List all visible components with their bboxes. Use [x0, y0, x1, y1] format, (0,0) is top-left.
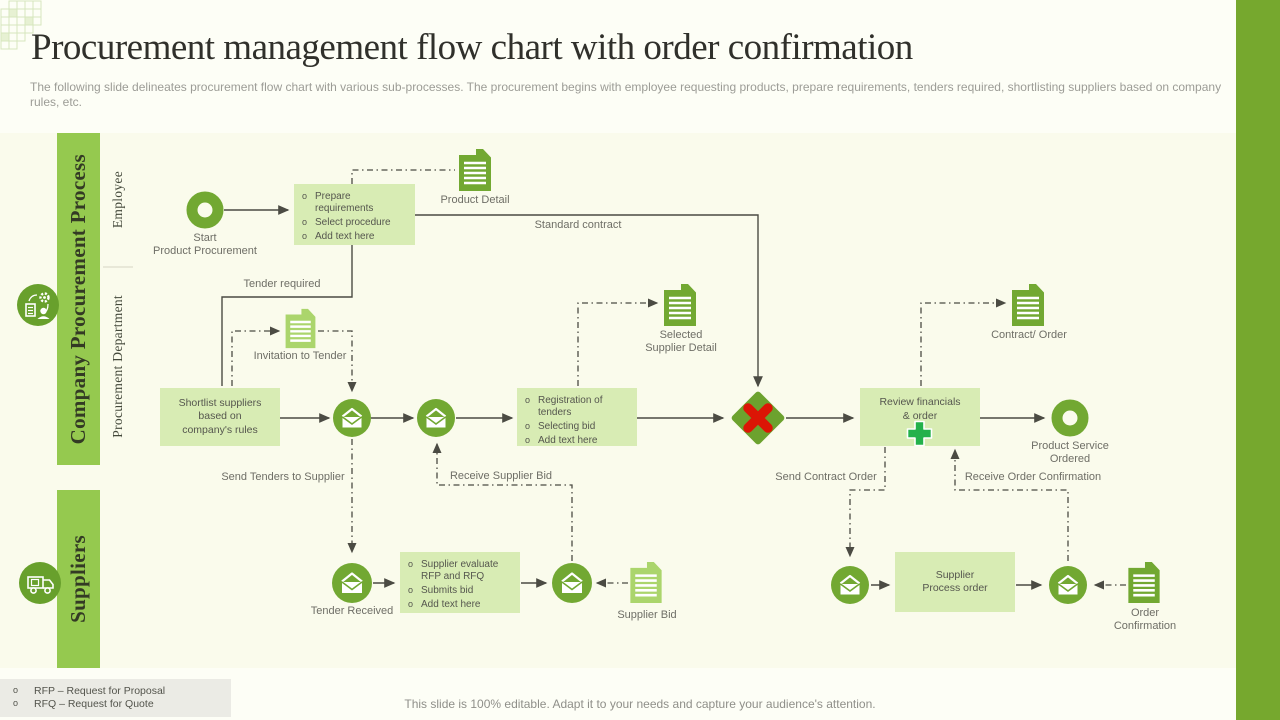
page-subtitle: The following slide delineates procureme… — [30, 80, 1222, 109]
contract-order-label: Contract/ Order — [991, 329, 1067, 341]
right-accent-bar — [1236, 0, 1280, 720]
supplier-truck-icon — [19, 562, 61, 604]
order-confirmation-message-icon — [1049, 566, 1087, 604]
tender-received-label: Tender Received — [310, 605, 394, 617]
order-confirmation-label: Order Confirmation — [1113, 607, 1177, 632]
receive-order-confirmation-label: Receive Order Confirmation — [964, 471, 1102, 483]
start-event-icon — [186, 191, 224, 229]
product-detail-label: Product Detail — [440, 194, 510, 206]
receive-message-icon — [417, 399, 455, 437]
sublane-procurement-department: Procurement Department — [110, 294, 125, 438]
send-message-icon — [333, 399, 371, 437]
order-confirmation-doc-icon — [1128, 561, 1160, 604]
product-service-ordered-label: Product Service Ordered — [1031, 440, 1109, 465]
end-event-icon — [1051, 399, 1089, 437]
invitation-to-tender-label: Invitation to Tender — [253, 350, 347, 362]
selected-supplier-label: Selected Supplier Detail — [645, 329, 717, 354]
standard-contract-label: Standard contract — [534, 219, 622, 231]
tender-required-label: Tender required — [243, 278, 321, 290]
lane-company-procurement: Company Procurement Process — [57, 133, 100, 465]
page-title: Procurement management flow chart with o… — [31, 27, 913, 68]
lane-suppliers: Suppliers — [57, 490, 100, 668]
supplier-bid-message-icon — [552, 563, 592, 603]
contract-order-doc-icon — [1012, 284, 1044, 326]
contract-order-message-icon — [831, 566, 869, 604]
decorative-grid — [0, 0, 42, 50]
tender-received-icon — [332, 563, 372, 603]
supplier-process-order-box: Supplier Process order — [895, 552, 1015, 612]
supplier-bid-doc-icon — [630, 561, 662, 604]
sublane-employee: Employee — [110, 171, 125, 229]
receive-supplier-bid-label: Receive Supplier Bid — [449, 470, 553, 482]
send-tenders-label: Send Tenders to Supplier — [221, 471, 345, 483]
editable-note: This slide is 100% editable. Adapt it to… — [404, 697, 876, 711]
product-detail-doc-icon — [459, 149, 491, 191]
invitation-to-tender-doc-icon — [285, 308, 316, 349]
start-label: Start Product Procurement — [153, 232, 257, 257]
supplier-bid-label: Supplier Bid — [617, 609, 677, 621]
plus-icon — [906, 420, 933, 447]
lane-company-label: Company Procurement Process — [66, 153, 90, 445]
send-contract-order-label: Send Contract Order — [775, 471, 877, 483]
procurement-process-icon — [17, 284, 59, 326]
selected-supplier-doc-icon — [664, 284, 696, 326]
shortlist-suppliers-box: Shortlist suppliers based on company's r… — [160, 388, 280, 446]
cancel-gateway-icon — [731, 391, 785, 445]
lane-suppliers-label: Suppliers — [66, 535, 90, 623]
